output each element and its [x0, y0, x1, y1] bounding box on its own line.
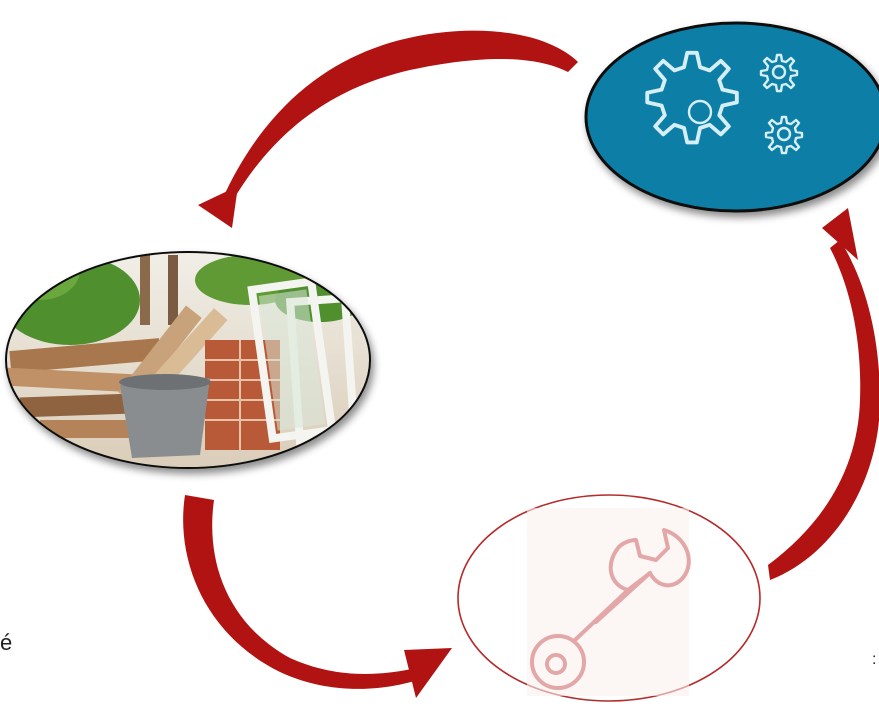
waste-materials-node: [5, 251, 371, 469]
processing-node: [584, 21, 879, 213]
repair-node: [457, 494, 761, 702]
gears-icon: [645, 50, 804, 155]
edge-text-right: :: [872, 651, 877, 668]
arrow-repair-to-processing: [768, 208, 879, 580]
arrow-waste-to-repair: [183, 495, 452, 698]
edge-text-left: é: [0, 630, 13, 655]
construction-debris-photo: [6, 252, 370, 468]
arrow-processing-to-waste: [198, 30, 578, 228]
wrench-icon: [530, 528, 691, 690]
